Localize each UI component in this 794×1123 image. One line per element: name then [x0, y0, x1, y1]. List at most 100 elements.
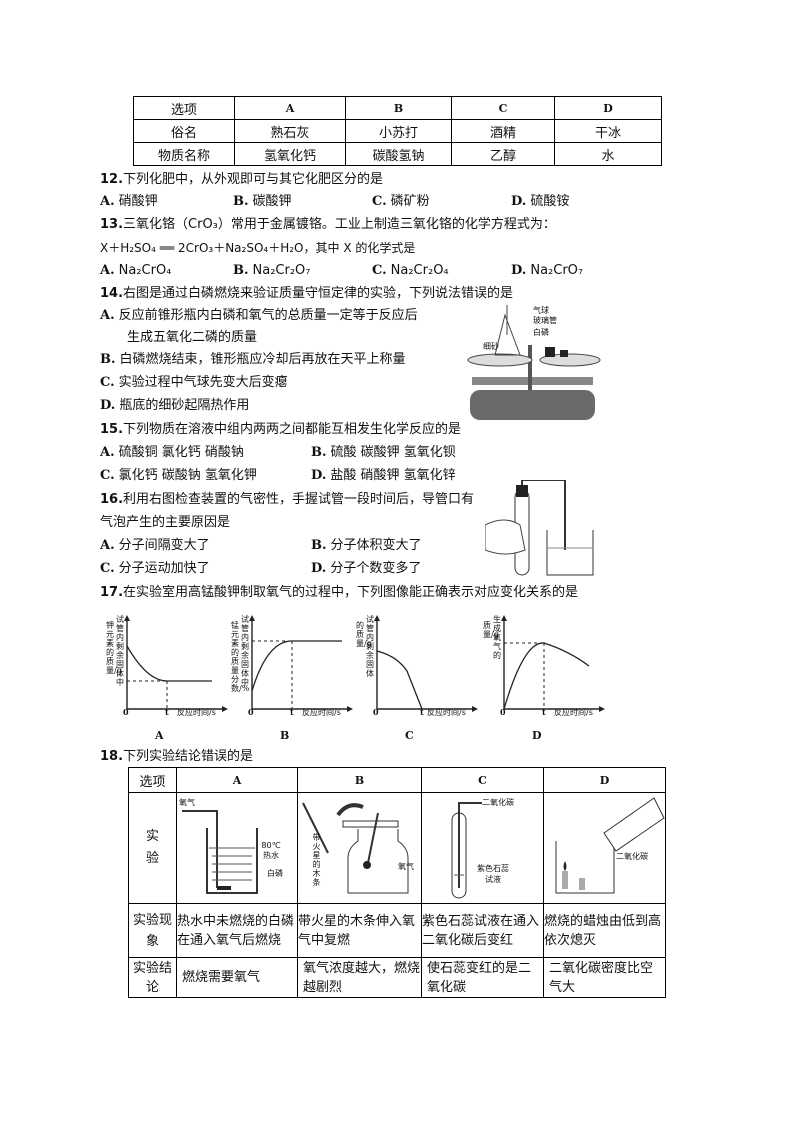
t-tick-label: t — [420, 707, 424, 717]
option-c: C.分子运动加快了 — [100, 559, 210, 579]
opt-text: Na₂CrO₄ — [118, 263, 172, 278]
option-d: D.分子个数变多了 — [311, 559, 421, 579]
opt-letter: C. — [100, 468, 115, 483]
test-tube-figure — [451, 802, 482, 899]
cell: 酒精 — [451, 119, 555, 143]
graph-option-label: B — [280, 729, 290, 742]
q-num: 14. — [100, 286, 124, 301]
x-axis-label: 反应时间/s — [177, 708, 216, 717]
th: D — [543, 767, 666, 793]
th: B — [297, 767, 422, 793]
question-16: 16.利用右图检查装置的气密性，手握试管一段时间后，导管口有 — [100, 490, 474, 510]
option-a: A.Na₂CrO₄ — [100, 261, 171, 281]
opt-text: Na₂Cr₂O₄ — [390, 263, 449, 278]
q-stem-cont: 气泡产生的主要原因是 — [100, 515, 231, 530]
opt-text: 氯化钙 碳酸钠 氢氧化钾 — [118, 468, 257, 483]
graph-curve — [126, 645, 212, 682]
origin-label: 0 — [248, 707, 254, 717]
fig-label: 氧气 — [398, 862, 414, 871]
opt-text: 盐酸 硝酸钾 氢氧化锌 — [330, 468, 456, 483]
opt-text: 实验过程中气球先变大后变瘪 — [118, 375, 288, 390]
option-b: B.白磷燃烧结束，锥形瓶应冷却后再放在天平上称量 — [100, 350, 406, 370]
fig-label: 气球 — [533, 306, 549, 315]
opt-text: 分子体积变大了 — [330, 538, 422, 553]
question-15: 15.下列物质在溶液中组内两两之间都能互相发生化学反应的是 — [100, 420, 461, 440]
origin-label: 0 — [373, 707, 379, 717]
graph-axes — [124, 615, 228, 712]
fig-label: 氧气 — [179, 798, 195, 807]
y-axis-label: 的质量/g — [356, 621, 372, 648]
th: A — [234, 96, 346, 120]
option-d: D.瓶底的细砂起隔热作用 — [100, 396, 249, 416]
figure-b: 带火星的木条 氧气 — [297, 792, 422, 904]
fig-label: 玻璃管 — [533, 316, 557, 325]
x-axis-label: 反应时间/s — [554, 708, 593, 717]
t-tick-label: t — [165, 707, 169, 717]
opt-text: 硫酸铜 氯化钙 硝酸钠 — [118, 445, 244, 460]
x-axis-label: 反应时间/s — [427, 708, 466, 717]
row-label: 实验现象 — [128, 903, 177, 958]
cell: 物质名称 — [133, 142, 235, 166]
phenomenon-a: 热水中未燃烧的白磷在通入氧气后燃烧 — [176, 903, 298, 958]
conclusion-c: 使石蕊变红的是二氧化碳 — [421, 957, 544, 998]
y-axis-label: 试管内剩余固体中 — [241, 615, 249, 687]
y-axis-label: 试管内剩余固体 — [366, 615, 374, 678]
opt-text: 白磷燃烧结束，锥形瓶应冷却后再放在天平上称量 — [119, 352, 406, 367]
q-num: 15. — [100, 422, 124, 437]
opt-letter: C. — [100, 375, 115, 390]
opt-letter: D. — [311, 561, 327, 576]
th: 选项 — [128, 767, 177, 793]
cell: 水 — [554, 142, 662, 166]
equation: X＋H₂SO₄ ══ 2CrO₃＋Na₂SO₄＋H₂O，其中 X 的化学式是 — [100, 241, 416, 255]
opt-letter: B. — [233, 194, 249, 209]
graph-option-label: A — [155, 729, 164, 742]
q-num: 18. — [100, 749, 124, 764]
opt-letter: B. — [311, 445, 327, 460]
cell: 俗名 — [133, 119, 235, 143]
graph-curve — [251, 640, 342, 692]
opt-letter: B. — [311, 538, 327, 553]
opt-text: 分子运动加快了 — [118, 561, 210, 576]
figure-c: 二氧化碳 紫色石蕊试液 — [421, 792, 544, 904]
q-num: 17. — [100, 585, 124, 600]
question-13: 13.三氧化铬（CrO₃）常用于金属镀铬。工业上制造三氧化铬的化学方程式为： — [100, 215, 556, 235]
option-c: C.氯化钙 碳酸钠 氢氧化钾 — [100, 466, 257, 486]
beaker-oxygen-figure — [182, 810, 258, 894]
q-num: 13. — [100, 217, 124, 232]
opt-text: Na₂Cr₂O₇ — [252, 263, 311, 278]
cell: 干冰 — [554, 119, 662, 143]
phenomenon-b: 带火星的木条伸入氧气中复燃 — [297, 903, 422, 958]
cell: 乙醇 — [451, 142, 555, 166]
origin-label: 0 — [123, 707, 129, 717]
y-axis-label: 质量/g — [483, 621, 499, 639]
option-d: D.Na₂CrO₇ — [511, 261, 583, 281]
airtightness-apparatus-figure — [485, 480, 594, 576]
cell: 小苏打 — [345, 119, 452, 143]
graph-axes — [249, 615, 353, 712]
th: C — [451, 96, 555, 120]
phenomenon-d: 燃烧的蜡烛由低到高依次熄灭 — [543, 903, 666, 958]
y-axis-label: 钾元素的质量/g — [106, 621, 122, 675]
opt-letter: D. — [511, 263, 527, 278]
fig-label: 紫色石蕊试液 — [477, 864, 509, 884]
opt-letter: A. — [100, 194, 115, 209]
figure-a: 氧气 80℃热水 白磷 — [176, 792, 298, 904]
option-a: A.分子间隔变大了 — [100, 536, 210, 556]
q-stem: 利用右图检查装置的气密性，手握试管一段时间后，导管口有 — [123, 492, 475, 507]
balance-illustration — [467, 305, 601, 420]
q-stem: 三氧化铬（CrO₃）常用于金属镀铬。工业上制造三氧化铬的化学方程式为： — [123, 217, 556, 232]
q-num: 16. — [100, 492, 124, 507]
option-b: B.硫酸 碳酸钾 氢氧化钡 — [311, 443, 456, 463]
graph-axes — [501, 615, 605, 712]
row-label: 实验 — [128, 792, 177, 904]
conclusion-a: 燃烧需要氧气 — [176, 957, 298, 998]
opt-text: 硫酸铵 — [530, 194, 570, 209]
option-b: B.Na₂Cr₂O₇ — [233, 261, 311, 281]
opt-letter: D. — [311, 468, 327, 483]
fig-label: 带火星的木条 — [312, 833, 321, 887]
